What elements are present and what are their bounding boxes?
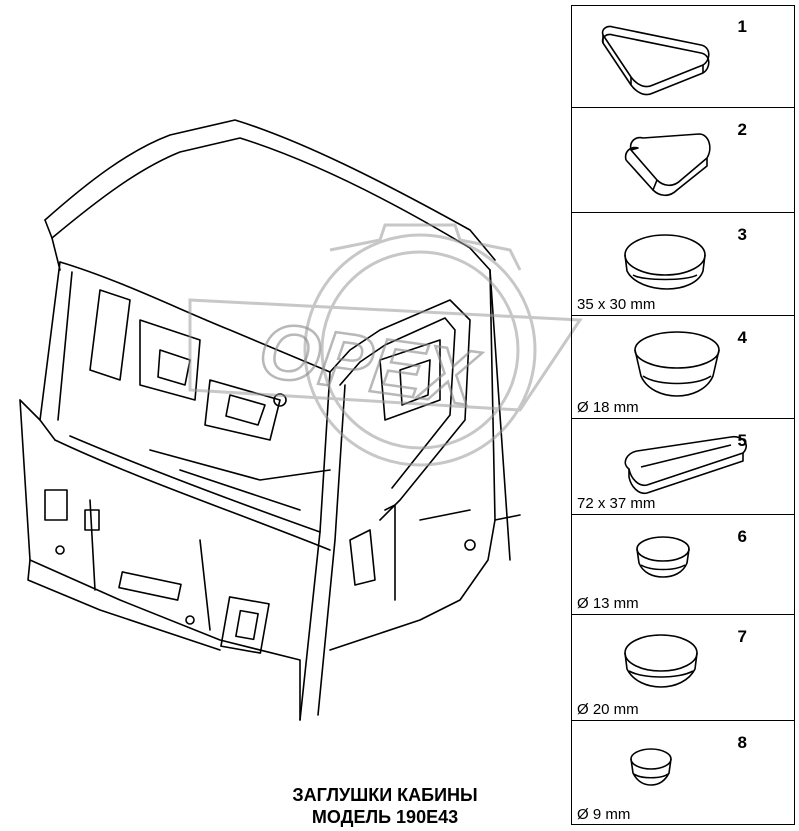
caption-line-1: ЗАГЛУШКИ КАБИНЫ bbox=[292, 785, 478, 805]
round-plug-icon bbox=[636, 536, 690, 578]
part-dimension: Ø 9 mm bbox=[577, 806, 631, 823]
part-cell-1: 1 bbox=[571, 5, 795, 108]
elongated-plug-icon bbox=[624, 435, 747, 495]
part-number: 6 bbox=[737, 527, 747, 546]
round-plug-icon bbox=[630, 748, 672, 786]
parts-panel bbox=[571, 5, 795, 825]
part-cell-7: 7 Ø 20 mm bbox=[571, 615, 795, 721]
part-number: 5 bbox=[737, 431, 747, 450]
part-dimension: Ø 13 mm bbox=[577, 595, 639, 612]
round-plug-icon bbox=[634, 331, 720, 397]
part-number: 3 bbox=[737, 225, 747, 244]
round-plug-icon bbox=[624, 634, 698, 688]
part-dimension: 35 x 30 mm bbox=[577, 296, 656, 313]
part-cell-5: 5 72 x 37 mm bbox=[571, 419, 795, 515]
caption-line-2: МОДЕЛЬ 190E43 bbox=[311, 807, 459, 827]
part-number: 2 bbox=[737, 120, 747, 139]
part-number: 7 bbox=[737, 627, 747, 646]
triangular-plug-icon bbox=[601, 25, 710, 96]
diagram-caption: ЗАГЛУШКИ КАБИНЫ МОДЕЛЬ 190E43 bbox=[230, 784, 540, 828]
triangular-plug-icon bbox=[624, 133, 711, 197]
part-cell-8: 8 Ø 9 mm bbox=[571, 721, 795, 825]
part-dimension: Ø 20 mm bbox=[577, 701, 639, 718]
part-cell-3: 3 35 x 30 mm bbox=[571, 213, 795, 316]
oval-plug-icon bbox=[624, 234, 706, 290]
part-cell-6: 6 Ø 13 mm bbox=[571, 515, 795, 615]
part-dimension: 72 x 37 mm bbox=[577, 495, 656, 512]
part-number: 1 bbox=[737, 17, 747, 36]
part-cell-2: 2 bbox=[571, 108, 795, 213]
part-cell-4: 4 Ø 18 mm bbox=[571, 316, 795, 419]
part-number: 4 bbox=[737, 328, 747, 347]
part-dimension: Ø 18 mm bbox=[577, 399, 639, 416]
part-number: 8 bbox=[737, 733, 747, 752]
